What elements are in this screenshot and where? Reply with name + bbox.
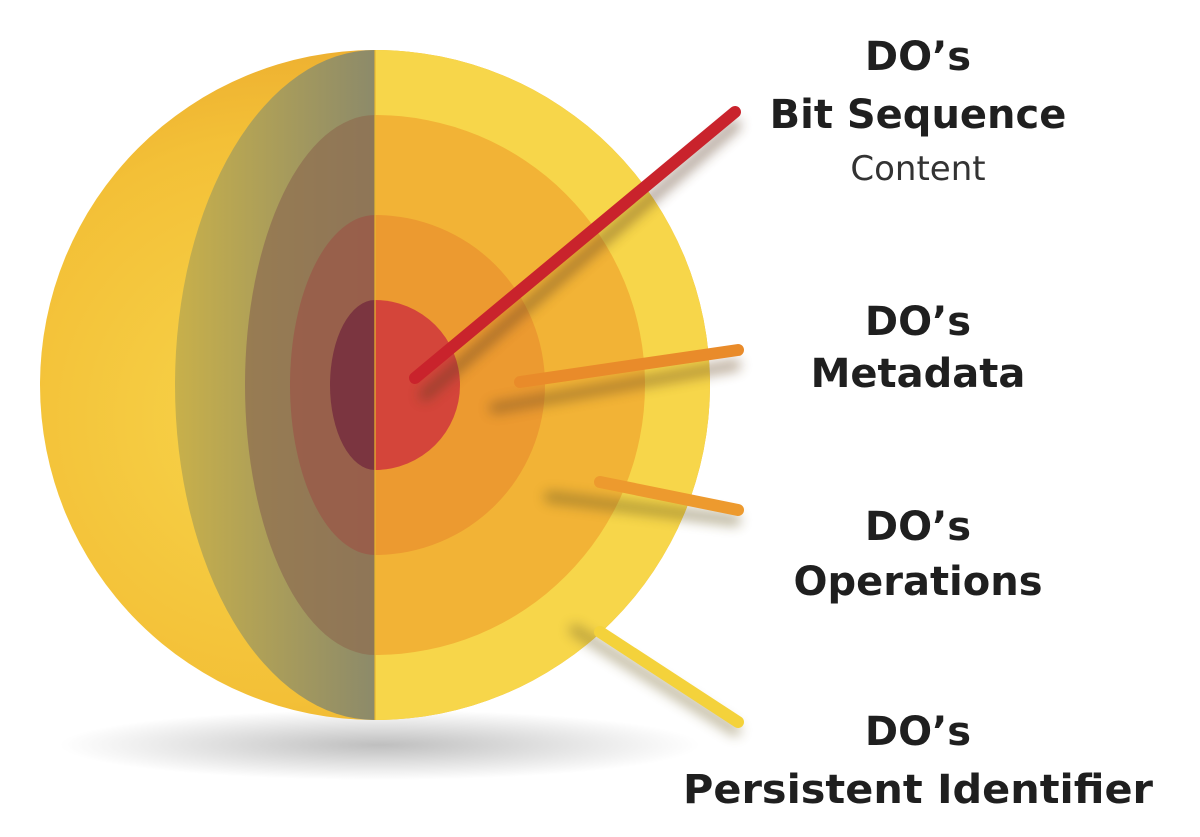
- label-operations: DO’s Operations: [793, 504, 1042, 605]
- identifier-pointer: [594, 626, 744, 728]
- operations-label-line1: DO’s: [865, 504, 971, 550]
- bit-sequence-core: [375, 300, 460, 470]
- identifier-label-line1: DO’s: [865, 709, 971, 755]
- sphere-shadow: [60, 710, 700, 780]
- bit-sequence-subtitle: Content: [850, 149, 985, 189]
- label-identifier: DO’s Persistent Identifier: [683, 709, 1153, 813]
- cutaway-core-dark: [330, 300, 375, 470]
- bit-sequence-pointer: [409, 106, 741, 384]
- label-bit-sequence: DO’s Bit Sequence Content: [770, 34, 1067, 189]
- bit-sequence-label-line2: Bit Sequence: [770, 92, 1067, 138]
- pointer-shadows: [419, 119, 741, 736]
- metadata-pointer: [514, 344, 744, 388]
- identifier-label-line2: Persistent Identifier: [683, 767, 1153, 813]
- operations-pointer: [594, 476, 744, 516]
- metadata-label-line1: DO’s: [865, 299, 971, 345]
- bit-sequence-label-line1: DO’s: [865, 34, 971, 80]
- label-metadata: DO’s Metadata: [811, 299, 1026, 397]
- operations-label-line2: Operations: [793, 559, 1042, 605]
- metadata-label-line2: Metadata: [811, 351, 1026, 397]
